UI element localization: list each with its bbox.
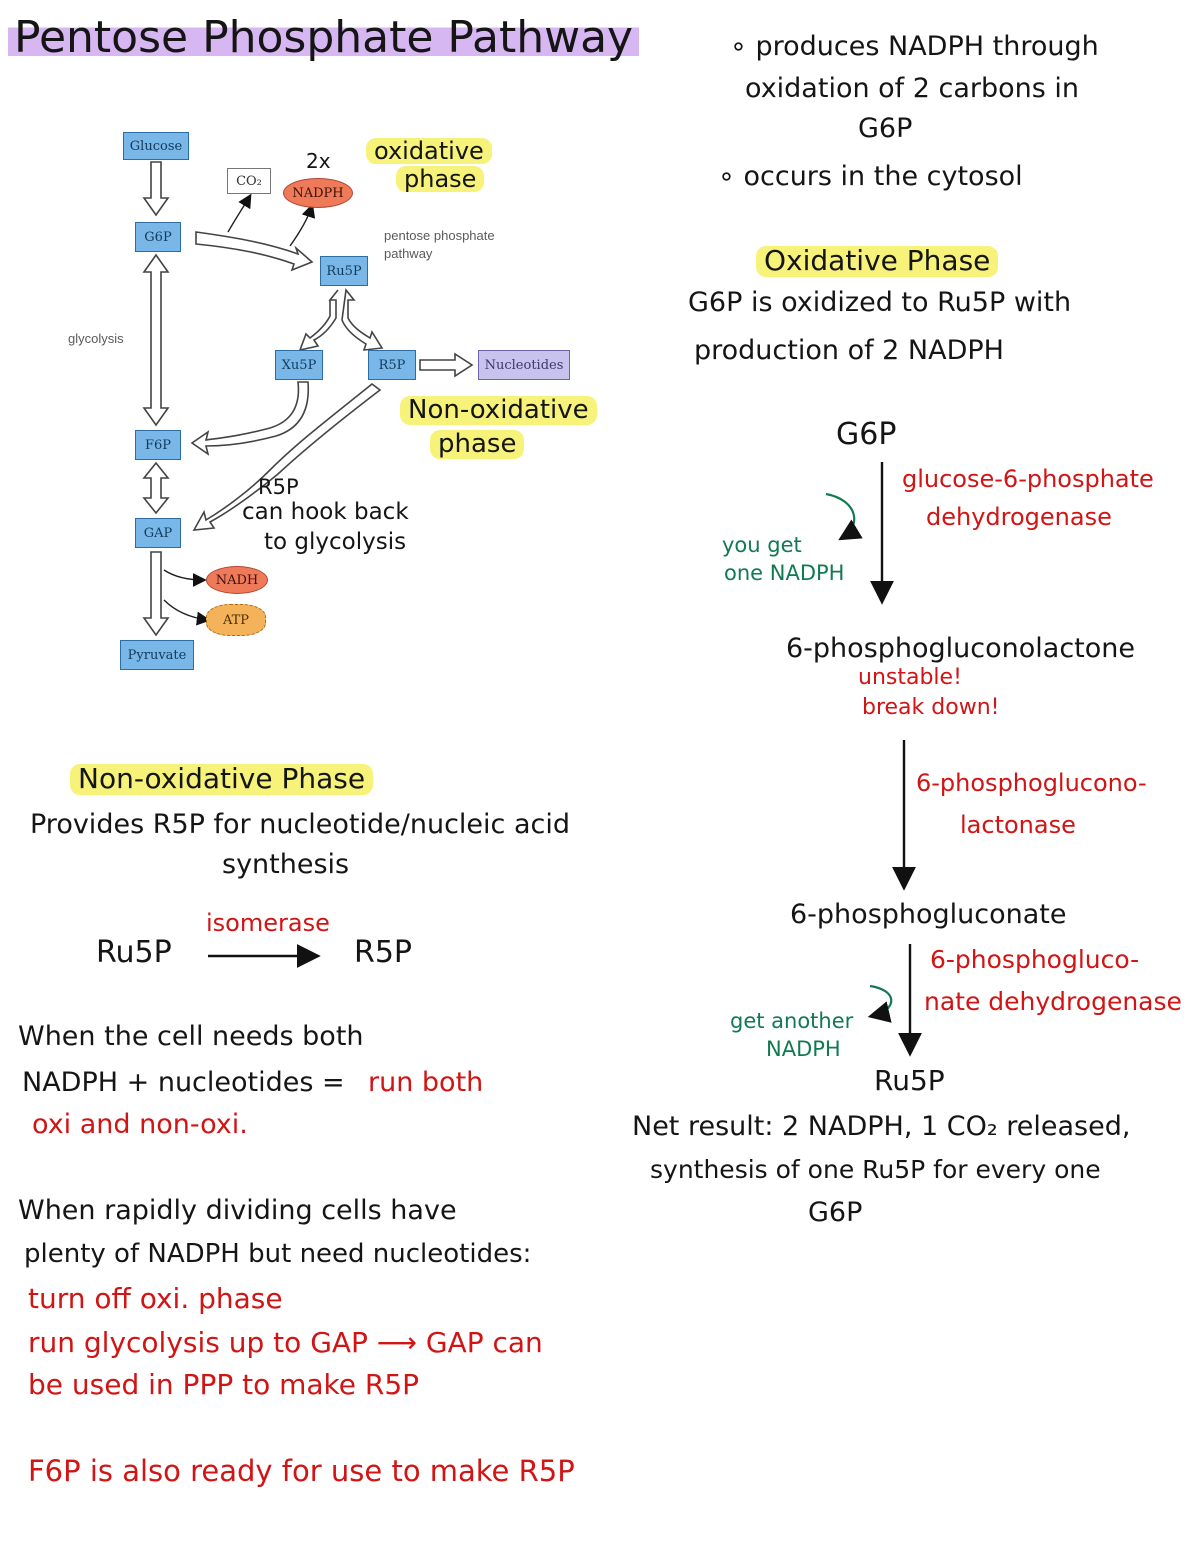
- nonox-heading: Non-oxidative Phase: [70, 763, 374, 795]
- enzyme-1-line-2: dehydrogenase: [926, 503, 1112, 531]
- nonox-label-2: phase: [430, 430, 525, 459]
- case1-line-1: When the cell needs both: [18, 1021, 364, 1052]
- case1-line-2: NADPH + nucleotides =: [22, 1067, 345, 1098]
- enzyme-3-line-2: nate dehydrogenase: [924, 987, 1182, 1016]
- nucleotides-box: Nucleotides: [478, 350, 570, 380]
- nadph-ellipse: NADPH: [283, 178, 353, 208]
- nonox-desc-1: Provides R5P for nucleotide/nucleic acid: [30, 809, 570, 840]
- page-title: Pentose Phosphate Pathway: [8, 13, 640, 63]
- intro-line-4: ∘ occurs in the cytosol: [718, 161, 1023, 192]
- atp-starburst: ATP: [206, 604, 266, 636]
- r5p-box: R5P: [368, 350, 416, 380]
- f6p-box: F6P: [135, 430, 181, 460]
- nucleotides-label: Nucleotides: [484, 357, 564, 373]
- gap-box: GAP: [135, 518, 181, 548]
- final-note: F6P is also ready for use to make R5P: [28, 1454, 575, 1488]
- r5p-label: R5P: [378, 357, 406, 373]
- ru5p-box: Ru5P: [320, 256, 368, 286]
- co2-label: CO₂: [236, 173, 262, 189]
- net-result-line-3: G6P: [808, 1197, 863, 1228]
- unstable-note-2: break down!: [862, 695, 1000, 720]
- nonox-desc-2: synthesis: [222, 849, 350, 880]
- case2-red-3: be used in PPP to make R5P: [28, 1368, 420, 1401]
- two-x-label: 2x: [306, 149, 331, 173]
- case2-red-2: run glycolysis up to GAP ⟶ GAP can: [28, 1326, 543, 1359]
- net-result-line-2: synthesis of one Ru5P for every one: [650, 1155, 1101, 1184]
- glycolysis-label: glycolysis: [68, 331, 124, 346]
- step-ru5p: Ru5P: [874, 1064, 945, 1097]
- case2-line-2: plenty of NADPH but need nucleotides:: [24, 1239, 532, 1269]
- note-nadph-1-line-2: one NADPH: [724, 561, 845, 585]
- xu5p-label: Xu5P: [281, 357, 317, 373]
- xu5p-box: Xu5P: [275, 350, 323, 380]
- oxidative-desc-2: production of 2 NADPH: [694, 335, 1004, 366]
- intro-line-1: ∘ produces NADPH through: [730, 31, 1099, 62]
- nadph-label: NADPH: [292, 185, 344, 201]
- case1-red-1: run both: [368, 1067, 484, 1098]
- nadh-label: NADH: [215, 572, 259, 588]
- r5p-note-3: to glycolysis: [264, 529, 407, 555]
- enzyme-1-line-1: glucose-6-phosphate: [902, 465, 1154, 493]
- nadh-ellipse: NADH: [206, 566, 268, 594]
- ru5p-label: Ru5P: [326, 263, 362, 279]
- r5p-note-1: R5P: [258, 475, 299, 499]
- pyruvate-label: Pyruvate: [127, 647, 187, 663]
- ppp-label-2: pathway: [384, 246, 433, 261]
- glucose-box: Glucose: [123, 132, 189, 160]
- oxidative-label-1: oxidative: [366, 138, 492, 164]
- case2-line-1: When rapidly dividing cells have: [18, 1195, 457, 1226]
- enzyme-3-line-1: 6-phosphogluco-: [930, 945, 1140, 974]
- note-nadph-2-line-2: NADPH: [766, 1037, 841, 1061]
- f6p-label: F6P: [144, 437, 172, 453]
- ppp-label-1: pentose phosphate: [384, 228, 495, 243]
- glucose-label: Glucose: [129, 138, 183, 154]
- g6p-box: G6P: [135, 222, 181, 252]
- step-g6p: G6P: [836, 417, 897, 452]
- unstable-note-1: unstable!: [858, 665, 962, 690]
- enzyme-2-line-1: 6-phosphoglucono-: [916, 769, 1147, 797]
- net-result-line-1: Net result: 2 NADPH, 1 CO₂ released,: [632, 1111, 1131, 1142]
- oxidative-heading: Oxidative Phase: [756, 245, 999, 277]
- oxidative-desc-1: G6P is oxidized to Ru5P with: [688, 287, 1072, 318]
- gap-label: GAP: [143, 525, 173, 541]
- enzyme-2-line-2: lactonase: [960, 811, 1076, 839]
- co2-box: CO₂: [227, 168, 271, 194]
- note-nadph-2-line-1: get another: [730, 1009, 854, 1033]
- case1-red-2: oxi and non-oxi.: [32, 1109, 248, 1140]
- intro-line-2: oxidation of 2 carbons in: [745, 73, 1080, 104]
- atp-label: ATP: [222, 612, 250, 628]
- pyruvate-box: Pyruvate: [120, 640, 194, 670]
- isomerase-left: Ru5P: [96, 935, 172, 970]
- step-phosphogluconolactone: 6-phosphogluconolactone: [786, 633, 1135, 664]
- oxidative-label-2: phase: [396, 166, 485, 192]
- isomerase-enzyme: isomerase: [206, 909, 330, 937]
- intro-line-3: G6P: [858, 113, 913, 144]
- r5p-note-2: can hook back: [242, 499, 409, 525]
- isomerase-right: R5P: [354, 935, 413, 970]
- g6p-label: G6P: [144, 229, 172, 245]
- nonox-label-1: Non-oxidative: [400, 396, 597, 425]
- case2-red-1: turn off oxi. phase: [28, 1282, 283, 1315]
- step-phosphogluconate: 6-phosphogluconate: [790, 899, 1067, 930]
- note-nadph-1-line-1: you get: [722, 533, 802, 557]
